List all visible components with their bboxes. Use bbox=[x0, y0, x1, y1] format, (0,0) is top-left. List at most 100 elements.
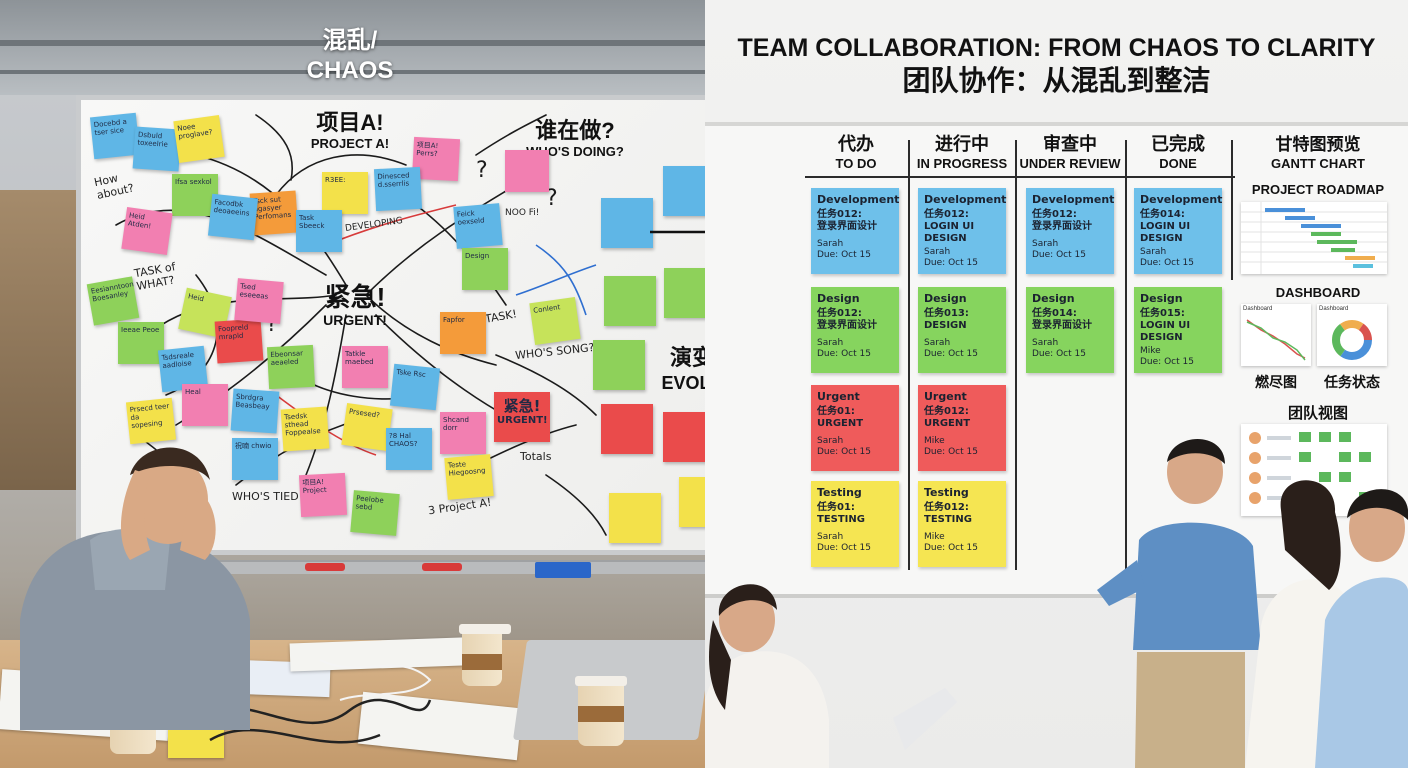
card-assignee: Sarah bbox=[924, 247, 951, 257]
sticky-note: Ebeonsar aeaeled bbox=[266, 344, 316, 390]
panel-title: Dashboard bbox=[1243, 306, 1273, 312]
card-assignee: Mike bbox=[924, 532, 945, 542]
card-task: 任务014: 登录界面设计 bbox=[1032, 308, 1092, 331]
kanban-card[interactable]: Development 任务012: 登录界面设计 Sarah Due: Oct… bbox=[1026, 188, 1114, 274]
roadmap-label: PROJECT ROADMAP bbox=[1251, 182, 1385, 197]
chaos-scene: 混乱/ CHAOS bbox=[0, 0, 705, 768]
ceiling-beam bbox=[0, 70, 705, 74]
column-divider bbox=[1015, 140, 1017, 570]
card-assignee: Sarah bbox=[817, 436, 844, 446]
sticky-note: Tske Rsc bbox=[389, 363, 441, 411]
kanban-card[interactable]: Development 任务014: LOGIN UI DESIGN Sarah… bbox=[1134, 188, 1222, 274]
kanban-card[interactable]: Testing 任务012: TESTING Mike Due: Oct 15 bbox=[918, 481, 1006, 567]
flow-note bbox=[609, 493, 661, 543]
flow-note bbox=[593, 340, 645, 390]
who-zh: 谁在做? bbox=[535, 118, 615, 143]
task-status-caption: 任务状态 bbox=[1324, 375, 1380, 391]
card-task: 任务015: LOGIN UI DESIGN bbox=[1140, 308, 1191, 343]
column-en: TO DO bbox=[835, 156, 877, 171]
flow-note bbox=[664, 268, 705, 318]
sticky-note: Feick oexseld bbox=[453, 203, 503, 249]
kanban-card[interactable]: Development 任务012: LOGIN UI DESIGN Sarah… bbox=[918, 188, 1006, 274]
card-due: Due: Oct 15 bbox=[924, 447, 978, 457]
flow-note bbox=[601, 404, 653, 454]
noob-text: NOO Fi! bbox=[505, 208, 540, 218]
kanban-card[interactable]: Urgent 任务01: URGENT Sarah Due: Oct 15 bbox=[811, 385, 899, 471]
card-due: Due: Oct 15 bbox=[817, 447, 871, 457]
sticky-note: Sbrdgra Beasbeay bbox=[230, 388, 280, 434]
sticky-note: Heid Atden! bbox=[121, 207, 173, 255]
card-task: 任务013: DESIGN bbox=[924, 308, 969, 331]
card-due: Due: Oct 15 bbox=[924, 349, 978, 359]
task-status-panel: Dashboard bbox=[1317, 304, 1387, 366]
chaos-label: 混乱/ CHAOS bbox=[300, 26, 400, 86]
header-rule bbox=[805, 176, 1235, 178]
sticky-note: Dinesced d.sserrlis bbox=[373, 166, 423, 212]
kanban-card[interactable]: Design 任务013: DESIGN Sarah Due: Oct 15 bbox=[918, 287, 1006, 373]
sticky-note: Task Sbeeck bbox=[296, 210, 342, 252]
sticky-note: Noee proglave? bbox=[173, 115, 225, 163]
project-zh: 项目A! bbox=[316, 110, 384, 135]
title-en: TEAM COLLABORATION: FROM CHAOS TO CLARIT… bbox=[737, 34, 1376, 62]
gantt-chart bbox=[1241, 202, 1387, 274]
marker bbox=[305, 563, 345, 571]
flow-note bbox=[679, 477, 705, 527]
kanban-card[interactable]: Development 任务012: 登录界面设计 Sarah Due: Oct… bbox=[811, 188, 899, 274]
kanban-card[interactable]: Urgent 任务012: URGENT Mike Due: Oct 15 bbox=[918, 385, 1006, 471]
urgent-heading: 紧急! URGENT! bbox=[315, 282, 395, 328]
ceiling-beam bbox=[0, 40, 705, 46]
kanban-card[interactable]: Design 任务012: 登录界面设计 Sarah Due: Oct 15 bbox=[811, 287, 899, 373]
column-divider bbox=[908, 140, 910, 570]
marker bbox=[422, 563, 462, 571]
card-assignee: Sarah bbox=[1032, 338, 1059, 348]
card-assignee: Sarah bbox=[924, 338, 951, 348]
card-type: Design bbox=[1032, 292, 1075, 305]
card-type: Testing bbox=[924, 486, 969, 499]
column-en: DONE bbox=[1159, 156, 1197, 171]
card-due: Due: Oct 15 bbox=[924, 258, 978, 268]
sticky-pad bbox=[168, 728, 224, 758]
sticky-note: Ieeae Peoe bbox=[118, 322, 164, 364]
card-assignee: Mike bbox=[924, 436, 945, 446]
sticky-note: R3EE: bbox=[322, 172, 368, 214]
project-heading: 项目A! PROJECT A! bbox=[305, 110, 395, 152]
card-due: Due: Oct 15 bbox=[817, 543, 871, 553]
title-zh: 团队协作：从混乱到整洁 bbox=[902, 64, 1211, 97]
panel-title: Dashboard bbox=[1319, 306, 1349, 312]
card-task: 任务012: 登录界面设计 bbox=[817, 308, 877, 331]
column-zh: 进行中 bbox=[935, 134, 989, 155]
sticky-note: Tsck sut agasyer Perfomans bbox=[249, 190, 299, 236]
whiteboard-eraser bbox=[535, 562, 591, 578]
gantt-zh: 甘特图预览 bbox=[1275, 135, 1361, 155]
sticky-note: Tsed eseeeas bbox=[234, 278, 284, 324]
kanban-card[interactable]: Testing 任务01: TESTING Sarah Due: Oct 15 bbox=[811, 481, 899, 567]
who-heading: 谁在做? WHO'S DOING? bbox=[505, 118, 645, 160]
column-header-in-progress: 进行中 IN PROGRESS bbox=[907, 134, 1017, 172]
sticky-note: Eesianntoon Boesanley bbox=[86, 276, 140, 326]
sticky-note: Prsesed? bbox=[341, 403, 393, 451]
sticky-note: Shcand dorr bbox=[440, 412, 486, 454]
card-due: Due: Oct 15 bbox=[1140, 258, 1194, 268]
card-type: Development bbox=[924, 193, 1007, 206]
column-header-done: 已完成 DONE bbox=[1123, 134, 1233, 172]
card-assignee: Sarah bbox=[817, 532, 844, 542]
column-zh: 代办 bbox=[838, 134, 874, 155]
coffee-cup bbox=[575, 676, 627, 746]
card-task: 任务012: URGENT bbox=[924, 406, 971, 429]
kanban-card[interactable]: Design 任务015: LOGIN UI DESIGN Mike Due: … bbox=[1134, 287, 1222, 373]
svg-text:?: ? bbox=[476, 158, 488, 183]
shelf bbox=[0, 190, 80, 490]
kanban-card[interactable]: Design 任务014: 登录界面设计 Sarah Due: Oct 15 bbox=[1026, 287, 1114, 373]
card-due: Due: Oct 15 bbox=[817, 349, 871, 359]
card-task: 任务012: TESTING bbox=[924, 502, 972, 525]
sticky-note: Docebd a tser sice bbox=[89, 112, 141, 160]
card-due: Due: Oct 15 bbox=[817, 250, 871, 260]
card-task: 任务01: TESTING bbox=[817, 502, 865, 525]
team-people bbox=[705, 439, 1408, 768]
sticky-note: Tatkle maebed bbox=[342, 346, 388, 388]
card-task: 任务012: 登录界面设计 bbox=[1032, 209, 1092, 232]
whos-tied-text: WHO'S TIED bbox=[232, 490, 299, 503]
burndown-caption: 燃尽图 bbox=[1255, 375, 1297, 391]
stressed-person bbox=[20, 447, 250, 730]
card-type: Design bbox=[924, 292, 967, 305]
